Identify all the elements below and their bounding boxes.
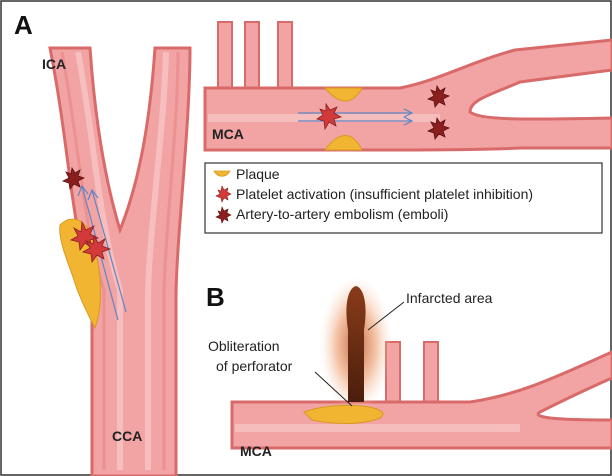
obliteration-label-line2: of perforator <box>216 358 292 374</box>
panel-a-label: A <box>14 10 33 41</box>
ica-label: ICA <box>42 56 66 72</box>
cca-label: CCA <box>112 428 142 444</box>
carotid-bifurcation <box>50 48 190 476</box>
panel-b-label: B <box>206 282 225 313</box>
mca-label-b: MCA <box>240 443 272 459</box>
infarcted-area-label: Infarcted area <box>406 290 492 306</box>
mca-label-a: MCA <box>212 126 244 142</box>
infarcted-area <box>346 286 365 402</box>
legend-item-platelet: Platelet activation (insufficient platel… <box>236 186 533 202</box>
obliteration-label-line1: Obliteration <box>208 338 280 354</box>
legend-item-plaque: Plaque <box>236 166 280 182</box>
legend-item-embolus: Artery-to-artery embolism (emboli) <box>236 206 448 222</box>
mca-panel-a <box>205 22 612 150</box>
